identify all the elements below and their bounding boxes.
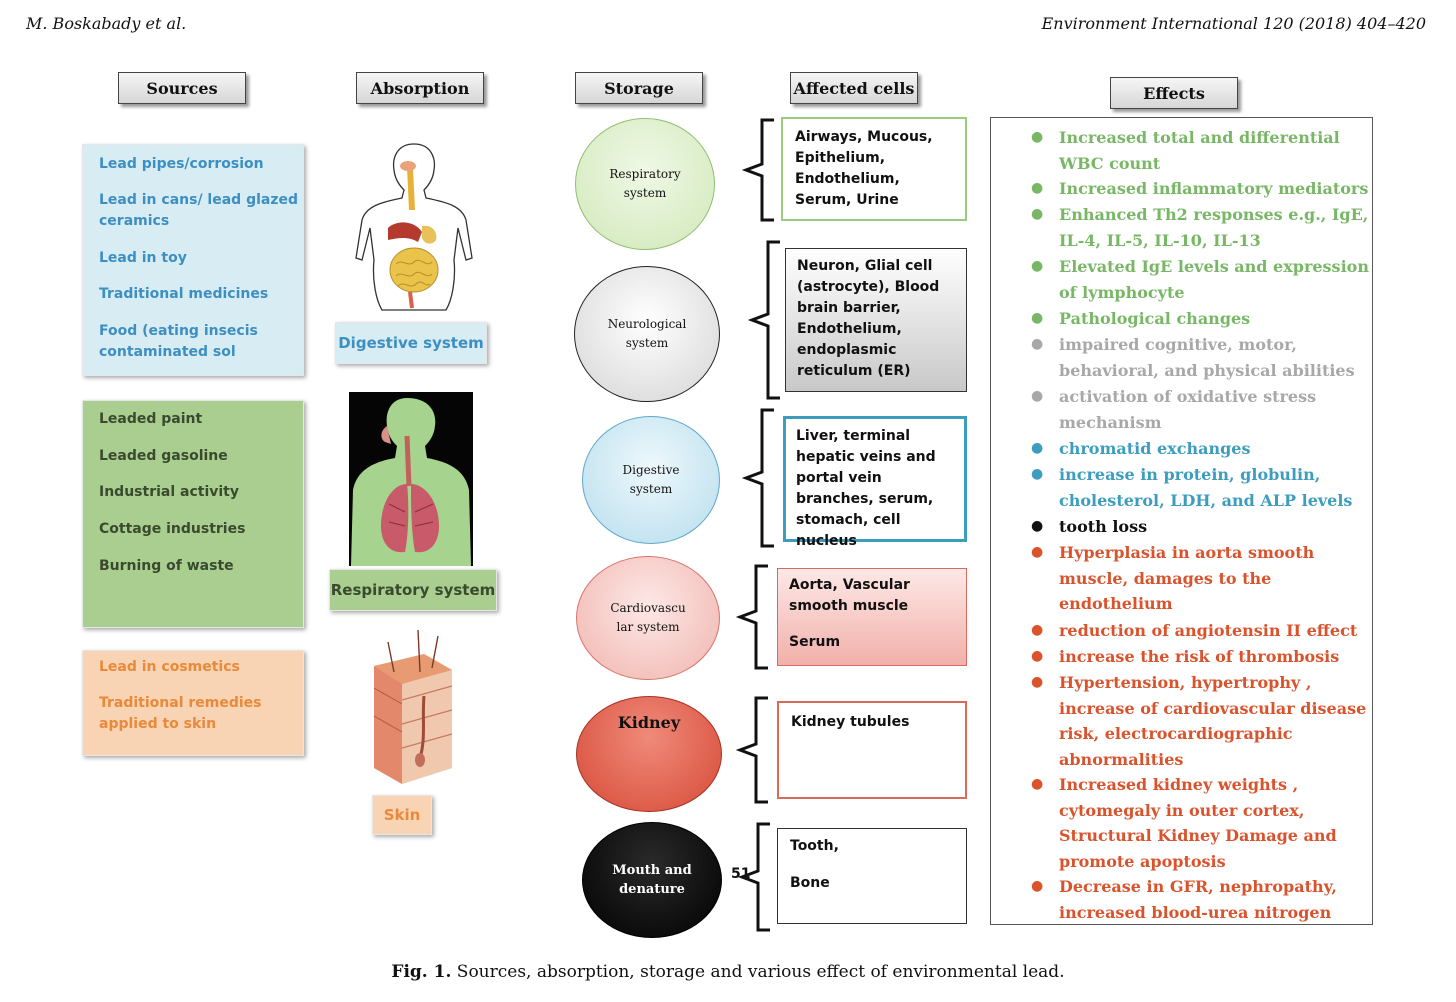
cells-neurological: Neuron, Glial cell (astrocyte), Blood br… bbox=[785, 248, 967, 392]
figure-caption-text: Sources, absorption, storage and various… bbox=[456, 962, 1065, 982]
source-item: Cottage industries bbox=[99, 521, 246, 537]
brace bbox=[747, 240, 780, 400]
storage-neurological-system: Neurological system bbox=[574, 266, 720, 402]
cells-kidney: Kidney tubules bbox=[777, 701, 967, 799]
respiratory-system-illustration bbox=[349, 392, 473, 566]
absorption-header: Absorption bbox=[356, 72, 484, 104]
cell-item: Tooth, bbox=[790, 838, 839, 854]
affected-cells-header: Affected cells bbox=[790, 72, 918, 104]
sources-skin-box: Lead in cosmetics Traditional remedies a… bbox=[82, 650, 304, 756]
source-item: Traditional remedies applied to skin bbox=[99, 695, 262, 732]
storage-label: Neurological system bbox=[607, 317, 687, 350]
cells-digestive: Liver, terminal hepatic veins and portal… bbox=[783, 416, 967, 549]
storage-digestive-system: Digestive system bbox=[582, 416, 720, 544]
source-item: Lead pipes/corrosion bbox=[99, 156, 264, 172]
stray-mark: 51 bbox=[731, 866, 751, 882]
source-item: Industrial activity bbox=[99, 484, 239, 500]
source-item: Traditional medicines bbox=[99, 286, 269, 302]
source-item: Leaded gasoline bbox=[99, 448, 228, 464]
storage-cardiovascular-system: Cardiovascu lar system bbox=[576, 556, 720, 680]
source-item: Lead in cosmetics bbox=[99, 659, 240, 675]
running-head-journal: Environment International 120 (2018) 404… bbox=[1041, 14, 1426, 33]
brace bbox=[735, 564, 768, 670]
digestive-system-illustration bbox=[355, 143, 473, 311]
storage-respiratory-system: Respiratory system bbox=[575, 118, 715, 250]
cell-item: Bone bbox=[790, 875, 830, 891]
running-head-authors: M. Boskabady et al. bbox=[26, 14, 187, 33]
cells-mouth: Tooth, Bone bbox=[777, 828, 967, 924]
storage-label: Digestive system bbox=[622, 463, 680, 496]
source-item: Food (eating insecis contaminated sol bbox=[99, 323, 258, 360]
sources-header: Sources bbox=[118, 72, 246, 104]
source-item: Lead in cans/ lead glazed ceramics bbox=[99, 192, 299, 229]
effects-header: Effects bbox=[1110, 77, 1238, 109]
storage-mouth: Mouth and denature bbox=[582, 822, 722, 938]
storage-label: Kidney bbox=[617, 713, 681, 732]
skin-layers-illustration bbox=[373, 629, 453, 784]
cells-respiratory: Airways, Mucous, Epithelium, Endothelium… bbox=[781, 117, 967, 221]
storage-kidney: Kidney bbox=[576, 696, 722, 812]
cells-cardiovascular: Aorta, Vascular smooth muscle Serum bbox=[777, 568, 967, 666]
storage-label: Cardiovascu lar system bbox=[610, 601, 686, 634]
source-item: Lead in toy bbox=[99, 250, 187, 266]
sources-ingestion-box: Lead pipes/corrosion Lead in cans/ lead … bbox=[82, 144, 304, 376]
cell-item: Serum bbox=[789, 634, 841, 650]
source-item: Burning of waste bbox=[99, 558, 234, 574]
figure-label: Fig. 1. bbox=[391, 962, 452, 982]
absorption-digestive-label: Digestive system bbox=[335, 322, 487, 364]
figure-caption: Fig. 1. Sources, absorption, storage and… bbox=[0, 962, 1456, 982]
storage-label: Respiratory system bbox=[609, 167, 681, 200]
source-item: Leaded paint bbox=[99, 411, 203, 427]
storage-label: Mouth and denature bbox=[612, 863, 692, 897]
brace bbox=[741, 408, 774, 548]
sources-inhalation-box: Leaded paint Leaded gasoline Industrial … bbox=[82, 400, 304, 628]
storage-header: Storage bbox=[575, 72, 703, 104]
cell-item: Aorta, Vascular smooth muscle bbox=[789, 577, 910, 614]
absorption-skin-label: Skin bbox=[372, 795, 432, 835]
brace bbox=[737, 822, 770, 932]
absorption-respiratory-label: Respiratory system bbox=[329, 569, 497, 611]
brace bbox=[741, 118, 774, 222]
brace bbox=[735, 696, 768, 804]
effects-box: ●Increased total and differential WBC co… bbox=[990, 117, 1373, 925]
